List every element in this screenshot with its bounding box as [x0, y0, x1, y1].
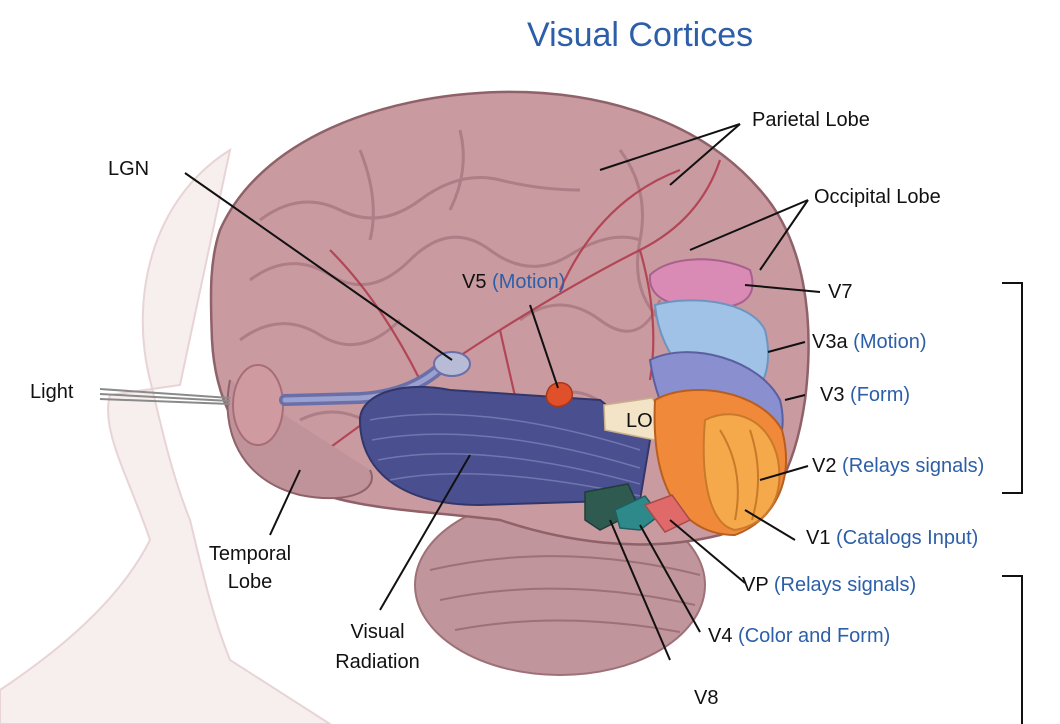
label-lo: LO [626, 410, 653, 432]
label-v3-name: V3 [820, 384, 845, 406]
label-v5-desc: (Motion) [492, 271, 566, 293]
label-temporal-line2: Lobe [227, 571, 273, 593]
label-temporal-lobe: Temporal Lobe [205, 540, 295, 596]
label-vp-name: VP [742, 574, 769, 596]
v1-region [702, 413, 781, 532]
label-vp: VP (Relays signals) [742, 575, 916, 595]
label-v3a-desc: (Motion) [853, 331, 927, 353]
label-v2-name: V2 [812, 455, 837, 477]
label-lgn: LGN [108, 158, 150, 180]
label-v2-desc: (Relays signals) [842, 455, 985, 477]
label-v4-name: V4 [708, 625, 733, 647]
label-occipital-lobe: Occipital Lobe [814, 186, 941, 208]
label-v1: V1 (Catalogs Input) [806, 528, 978, 548]
brackets [1002, 282, 1023, 724]
lgn-structure [433, 351, 471, 377]
visual-radiation [358, 385, 652, 507]
eye [232, 364, 284, 446]
head-outline [0, 147, 332, 724]
label-v1-desc: (Catalogs Input) [836, 527, 979, 549]
label-v4-desc: (Color and Form) [738, 625, 891, 647]
label-v3: V3 (Form) [820, 385, 910, 405]
label-temporal-line1: Temporal [208, 543, 292, 565]
label-v8: V8 [694, 687, 719, 709]
label-parietal-lobe: Parietal Lobe [752, 109, 870, 131]
label-v5: V5 (Motion) [462, 272, 565, 292]
vp-region [643, 494, 692, 533]
label-visual-line2: Radiation [335, 651, 420, 673]
v5-region [545, 382, 574, 408]
diagram-title: Visual Cortices [527, 16, 754, 54]
label-light: Light [30, 381, 74, 403]
label-v1-name: V1 [806, 527, 831, 549]
leader-lines [184, 123, 821, 661]
label-v7: V7 [828, 281, 853, 303]
label-v3a: V3a (Motion) [812, 332, 927, 352]
label-v2: V2 (Relays signals) [812, 456, 984, 476]
v7-region [648, 258, 754, 310]
label-visual-radiation: Visual Radiation [325, 617, 430, 677]
label-v3a-name: V3a [812, 331, 848, 353]
label-vp-desc: (Relays signals) [773, 574, 917, 596]
label-v4: V4 (Color and Form) [708, 626, 890, 646]
light-rays [99, 388, 231, 405]
label-visual-line1: Visual [350, 621, 405, 643]
label-v3-desc: (Form) [850, 384, 911, 406]
label-v5-name: V5 [462, 271, 487, 293]
